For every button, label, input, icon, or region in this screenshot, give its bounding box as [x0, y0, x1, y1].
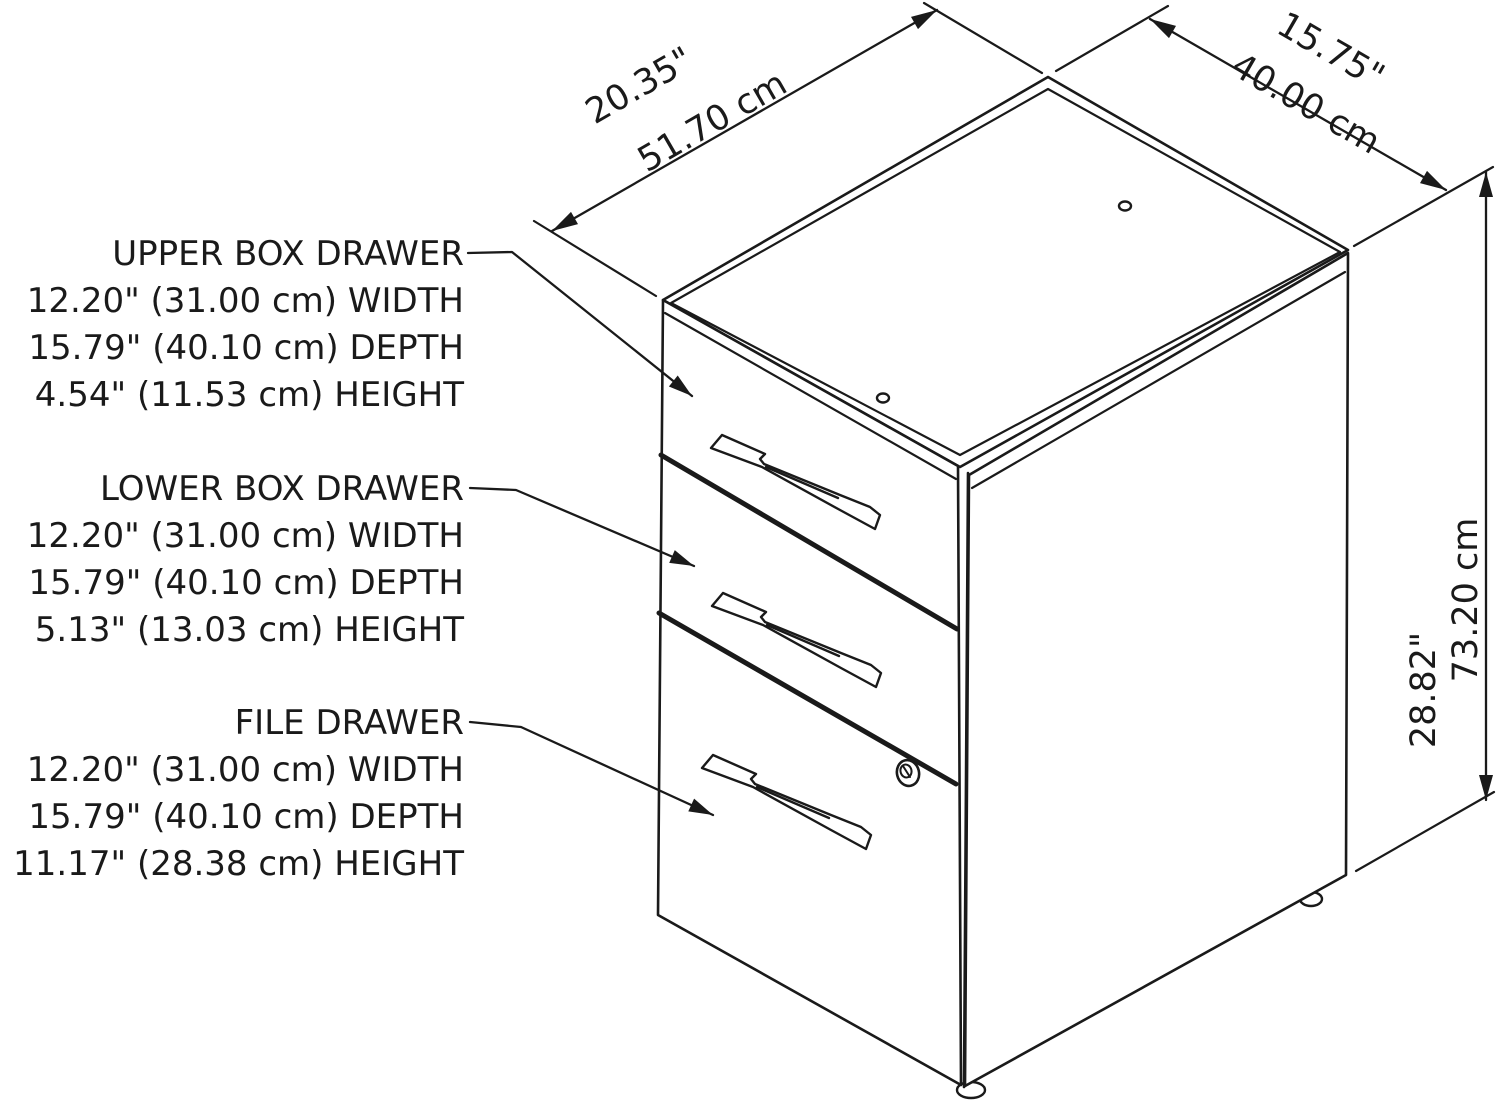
- lower-drawer-depth: 15.79" (40.10 cm) DEPTH: [28, 563, 464, 603]
- height-inches-label: 28.82": [1404, 632, 1444, 748]
- lower-drawer-height: 5.13" (13.03 cm) HEIGHT: [34, 610, 464, 650]
- lower-drawer-spec: LOWER BOX DRAWER 12.20" (31.00 cm) WIDTH…: [0, 466, 464, 654]
- file-drawer-spec: FILE DRAWER 12.20" (31.00 cm) WIDTH 15.7…: [0, 700, 464, 888]
- height-dimension: 28.82" 73.20 cm: [1354, 170, 1496, 873]
- leader-file-drawer: [468, 720, 715, 817]
- leader-lines: [466, 250, 715, 817]
- front-face: [656, 298, 970, 1089]
- file-drawer-title: FILE DRAWER: [234, 703, 464, 743]
- lower-drawer-divider: [656, 610, 959, 787]
- lower-drawer-handle: [710, 591, 883, 689]
- upper-drawer-handle: [709, 433, 882, 531]
- file-drawer-height: 11.17" (28.38 cm) HEIGHT: [13, 844, 464, 884]
- right-front-corner-edge: [962, 471, 970, 1089]
- upper-drawer-width: 12.20" (31.00 cm) WIDTH: [26, 281, 464, 321]
- lower-drawer-title: LOWER BOX DRAWER: [100, 469, 464, 509]
- file-drawer-handle: [700, 753, 873, 851]
- upper-drawer-depth: 15.79" (40.10 cm) DEPTH: [28, 328, 464, 368]
- file-drawer-width: 12.20" (31.00 cm) WIDTH: [26, 750, 464, 790]
- pilot-hole: [1117, 200, 1133, 212]
- pilot-hole: [875, 392, 891, 404]
- file-drawer-depth: 15.79" (40.10 cm) DEPTH: [28, 797, 464, 837]
- upper-drawer-title: UPPER BOX DRAWER: [112, 234, 464, 274]
- leader-lower-drawer: [468, 486, 696, 568]
- leader-arrowheads: [668, 375, 713, 815]
- depth-dimension-line: [550, 8, 939, 233]
- upper-drawer-spec: UPPER BOX DRAWER 12.20" (31.00 cm) WIDTH…: [0, 231, 464, 419]
- front-edge-band: [663, 311, 958, 481]
- lower-drawer-width: 12.20" (31.00 cm) WIDTH: [26, 516, 464, 556]
- upper-drawer-height: 4.54" (11.53 cm) HEIGHT: [34, 375, 464, 415]
- top-face-edge-band: [669, 87, 1342, 457]
- upper-drawer-divider: [658, 452, 960, 632]
- height-cm-label: 73.20 cm: [1446, 518, 1486, 683]
- width-dimension-line: [1148, 17, 1448, 192]
- leader-upper-drawer: [466, 250, 694, 398]
- lock-icon: [895, 758, 921, 788]
